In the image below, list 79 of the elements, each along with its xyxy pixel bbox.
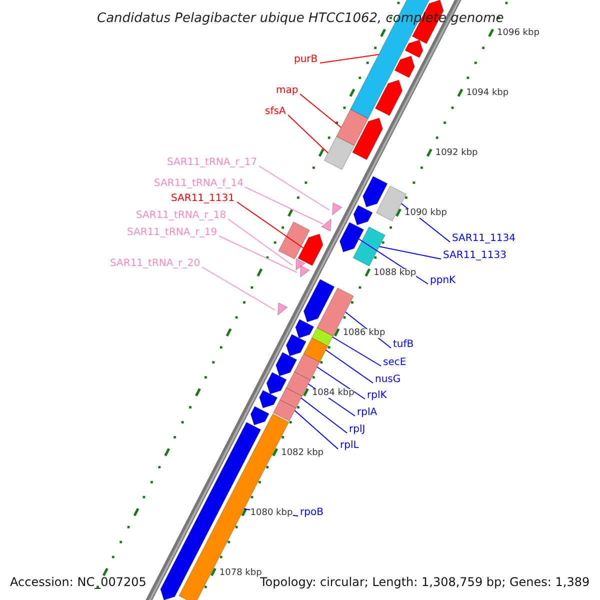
gene-block: [278, 221, 310, 260]
trna-marker: [300, 265, 310, 278]
leader-line: [378, 246, 442, 260]
gene-label: SAR11_tRNA_r_20: [110, 259, 200, 269]
title: Candidatus Pelagibacter ubique HTCC1062, complete genome: [97, 12, 504, 24]
trna-marker: [278, 302, 288, 316]
gene-feature: [298, 234, 324, 266]
gene-label: SAR11_1134: [452, 234, 516, 244]
leader-line: [316, 366, 366, 400]
scale-label: 1092 kbp: [435, 149, 478, 158]
gene-block: [280, 388, 302, 408]
gene-feature: [259, 390, 278, 408]
gene-block: [311, 328, 334, 346]
gene-feature: [295, 318, 314, 338]
leader-line: [320, 54, 380, 64]
leader-line: [288, 114, 328, 154]
gene-block: [294, 354, 320, 380]
gene-label: secE: [383, 358, 406, 368]
leader-line: [325, 350, 374, 384]
gene-feature: [276, 352, 298, 376]
gene-label: SAR11_tRNA_f_14: [154, 179, 244, 189]
gene-label: SAR11_tRNA_r_18: [136, 211, 226, 221]
gene-label: purB: [294, 55, 318, 65]
leader-line: [244, 186, 324, 224]
scale-label: 1094 kbp: [466, 89, 509, 98]
gene-block: [303, 337, 328, 363]
scale-label: 1096 kbp: [497, 29, 540, 38]
leader-line: [300, 94, 342, 128]
leader-line: [332, 336, 382, 366]
leader-line: [218, 236, 298, 273]
gene-label: nusG: [375, 375, 401, 385]
scale-label: 1082 kbp: [281, 448, 324, 458]
gene-block: [352, 226, 386, 266]
gene-feature: [394, 56, 415, 78]
gene-label: SAR11_1131: [171, 194, 234, 204]
scale-label: 1088 kbp: [374, 269, 416, 278]
leader-line: [236, 202, 304, 248]
gene-feature: [266, 372, 287, 394]
gene-feature: [303, 278, 335, 322]
trna-marker: [296, 258, 306, 271]
gene-block: [376, 185, 407, 222]
leader-line: [300, 398, 348, 434]
gene-label: rplK: [367, 391, 387, 401]
gene-label: tufB: [393, 340, 414, 350]
gene-label: sfsA: [265, 107, 286, 117]
gene-feature: [374, 80, 403, 116]
gene-feature: [404, 40, 424, 58]
genome-info-text: Topology: circular; Length: 1,308,759 bp; Genes: 1,389: [260, 576, 590, 588]
scale-label: 1078 kbp: [219, 568, 262, 578]
gene-label: rplL: [340, 441, 359, 451]
gene-block: [324, 136, 355, 170]
gene-label: rplA: [357, 408, 378, 418]
leader-line: [258, 166, 330, 210]
gene-feature: [352, 118, 383, 160]
gene-block: [286, 371, 311, 397]
scale-label: 1084 kbp: [312, 388, 354, 398]
gene-block: [272, 399, 296, 422]
trna-marker: [321, 218, 332, 232]
gene-feature: [353, 204, 373, 226]
scale-label: 1090 kbp: [404, 209, 447, 218]
gene-feature: [339, 222, 364, 252]
gene-label: rplJ: [349, 425, 366, 435]
leader-line: [294, 410, 338, 450]
scale-label: 1080 kbp: [250, 508, 293, 518]
gene-block: [336, 109, 369, 146]
gene-feature: [362, 176, 388, 208]
gene-feature: [250, 406, 270, 426]
accession-text: Accession: NC_007205: [10, 576, 146, 588]
gene-label: SAR11_1133: [443, 251, 506, 261]
gene-label: rpoB: [300, 508, 324, 518]
trna-marker: [332, 202, 342, 216]
scale-label: 1086 kbp: [342, 328, 386, 338]
gene-label: SAR11_tRNA_r_17: [167, 158, 258, 168]
gene-label: map: [276, 86, 298, 96]
gene-label: ppnK: [430, 276, 456, 286]
gene-feature: [286, 334, 306, 356]
leader-line: [202, 266, 276, 310]
gene-label: SAR11_tRNA_r_19: [127, 228, 218, 238]
leader-line: [228, 218, 294, 266]
